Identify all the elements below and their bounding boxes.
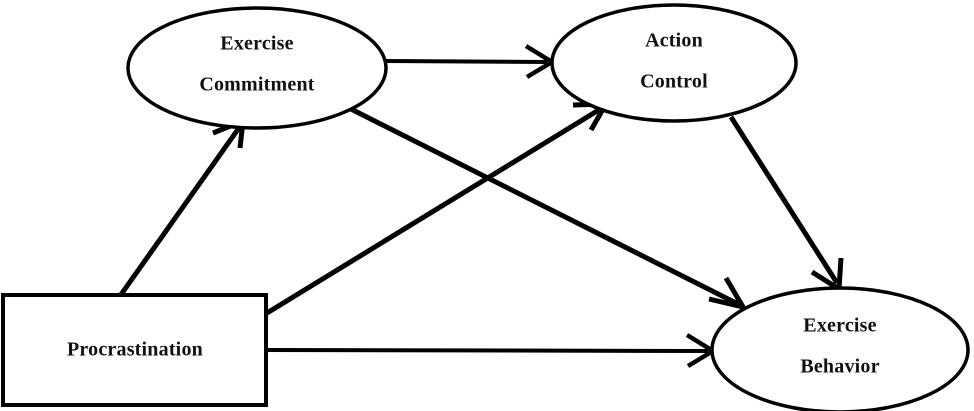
edge-commitment-to-control bbox=[385, 44, 557, 79]
node-ellipse[interactable] bbox=[710, 286, 970, 411]
node-label-line2: Behavior bbox=[800, 356, 879, 378]
edges-layer bbox=[117, 44, 844, 368]
edge-line bbox=[265, 105, 604, 316]
node-ellipse[interactable] bbox=[126, 6, 388, 130]
node-label-line1: Exercise bbox=[803, 315, 876, 337]
node-label-line2: Control bbox=[640, 71, 708, 93]
node-label-line1: Exercise bbox=[220, 33, 293, 55]
node-action-control[interactable]: Action Control bbox=[550, 3, 798, 123]
edge-line bbox=[343, 103, 740, 307]
arrowhead-icon bbox=[708, 276, 749, 311]
node-procrastination[interactable]: Procrastination bbox=[1, 293, 268, 407]
node-rectangle[interactable] bbox=[1, 293, 268, 407]
node-label-line2: Commitment bbox=[199, 74, 314, 96]
edge-commitment-to-behavior bbox=[343, 103, 749, 311]
node-ellipse[interactable] bbox=[550, 3, 798, 123]
edge-line bbox=[266, 348, 709, 353]
edge-procrastination-to-behavior bbox=[266, 333, 718, 368]
edge-control-to-behavior bbox=[728, 115, 844, 294]
node-label-line1: Procrastination bbox=[67, 339, 203, 361]
node-exercise-behavior[interactable]: Exercise Behavior bbox=[710, 286, 970, 411]
nodes-layer: Exercise Commitment Action Control Procr… bbox=[1, 3, 970, 411]
edge-line bbox=[728, 115, 840, 285]
edge-line bbox=[385, 59, 548, 64]
edge-procrastination-to-control bbox=[265, 101, 611, 316]
edge-procrastination-to-commitment bbox=[117, 117, 246, 298]
node-exercise-commitment[interactable]: Exercise Commitment bbox=[126, 6, 388, 130]
edge-line bbox=[117, 123, 244, 298]
node-label-line1: Action bbox=[645, 30, 703, 52]
